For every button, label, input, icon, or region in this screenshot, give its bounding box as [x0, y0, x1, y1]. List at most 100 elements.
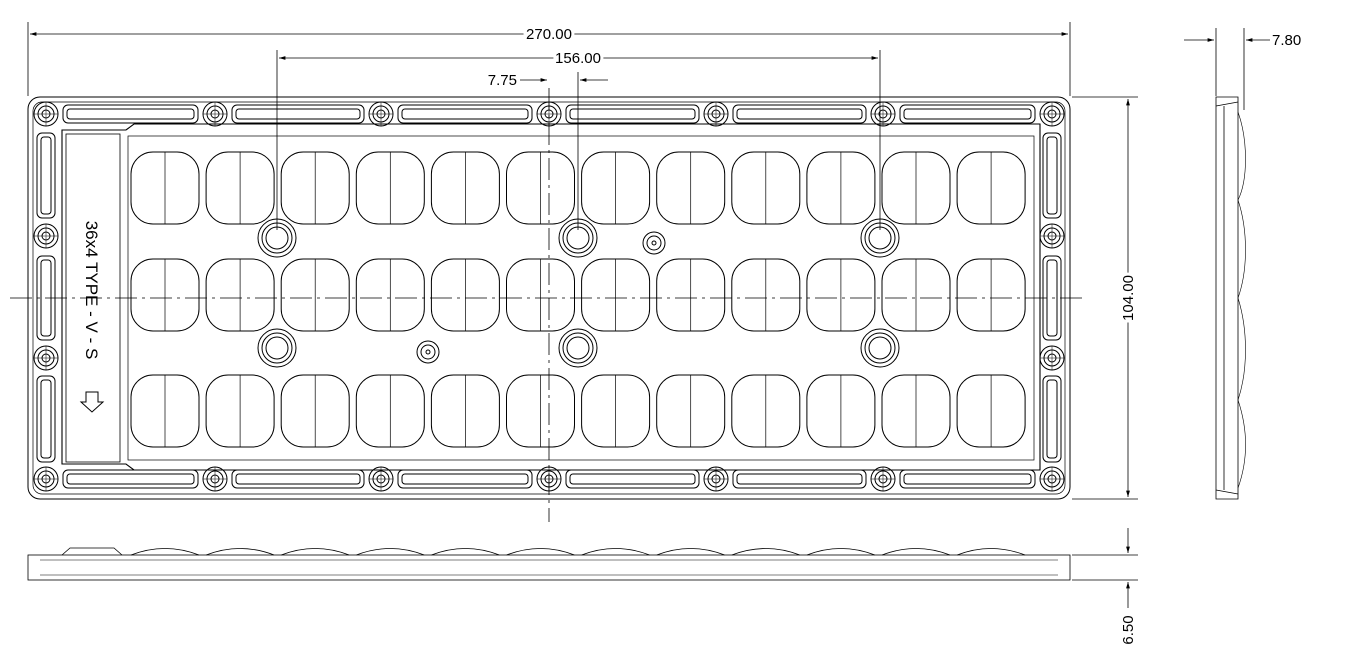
lens-profile: [431, 548, 500, 556]
direction-arrow-icon: [79, 391, 105, 413]
front-lens-profiles: [130, 548, 1026, 556]
slot: [565, 469, 700, 489]
lens: [130, 374, 200, 448]
lens: [430, 151, 500, 225]
part-label-group: 36x4 TYPE - V - S: [79, 221, 105, 413]
lens: [205, 258, 275, 332]
bolt-icon: [1039, 223, 1065, 249]
dim-104: [1072, 96, 1138, 500]
lens: [956, 258, 1026, 332]
lens: [205, 374, 275, 448]
lens-profile: [656, 548, 725, 556]
lens: [581, 151, 651, 225]
bolt-icon: [33, 345, 59, 371]
lens: [506, 151, 575, 225]
lens: [581, 374, 651, 448]
lens: [355, 151, 425, 225]
lens: [806, 374, 876, 448]
vent-hole: [642, 231, 666, 255]
lens-profile: [205, 548, 275, 556]
slot: [899, 104, 1036, 124]
lens: [581, 258, 651, 332]
bolt-icon: [1039, 345, 1065, 371]
slot: [565, 104, 700, 124]
lens: [280, 374, 350, 448]
bolt-icon: [33, 466, 59, 492]
lens: [355, 258, 425, 332]
lens: [430, 374, 500, 448]
dim-overall-length: 270.00: [526, 26, 572, 43]
slot: [1042, 375, 1062, 463]
lens-area-outline: [61, 123, 1041, 471]
lens-profile: [506, 548, 575, 556]
dim-7-75: [520, 72, 608, 230]
slot: [732, 104, 867, 124]
dim-center-offset: 7.75: [488, 72, 517, 89]
lens: [656, 151, 726, 225]
lens: [506, 258, 575, 332]
slot: [62, 104, 199, 124]
lens: [656, 258, 726, 332]
slot: [732, 469, 867, 489]
lens: [280, 151, 350, 225]
lens: [881, 258, 951, 332]
top-view: [10, 88, 1085, 522]
lens-profile: [130, 548, 200, 556]
slot: [231, 104, 365, 124]
dim-overall-width: 104.00: [1120, 275, 1137, 321]
lens: [130, 151, 200, 225]
lens: [731, 258, 801, 332]
slot: [1042, 132, 1062, 219]
slot: [231, 469, 365, 489]
lens-profile: [731, 548, 800, 556]
slot: [36, 375, 56, 463]
lens: [656, 374, 726, 448]
lens: [205, 151, 275, 225]
lens: [956, 151, 1026, 225]
lens: [355, 374, 425, 448]
bolt-icon: [368, 101, 394, 127]
lens-profile: [956, 548, 1026, 556]
dim-270: [27, 22, 1071, 96]
lens: [881, 374, 951, 448]
mount-boss: [558, 328, 598, 368]
lens: [881, 151, 951, 225]
lens-profile: [881, 548, 951, 556]
lens: [956, 374, 1026, 448]
slot: [36, 132, 56, 219]
slot: [397, 469, 533, 489]
lens: [806, 151, 876, 225]
bolt-icon: [703, 466, 729, 492]
lens: [280, 258, 350, 332]
bolt-icon: [202, 466, 228, 492]
bolt-icon: [368, 466, 394, 492]
front-view: [27, 528, 1138, 608]
dim-156: [276, 50, 881, 230]
lens-profile: [281, 548, 350, 556]
slot: [62, 469, 199, 489]
bolts: [33, 101, 1065, 492]
bolt-icon: [33, 101, 59, 127]
bolt-icon: [33, 223, 59, 249]
dim-side-thickness: 7.80: [1272, 32, 1301, 49]
slot: [397, 104, 533, 124]
slot: [899, 469, 1036, 489]
mount-bosses: [257, 218, 900, 368]
vent-hole: [416, 340, 440, 364]
mount-boss: [860, 328, 900, 368]
bolt-icon: [202, 101, 228, 127]
lens: [506, 374, 575, 448]
side-view: [1184, 28, 1270, 500]
lens: [430, 258, 500, 332]
lens: [731, 374, 801, 448]
bolt-icon: [1039, 466, 1065, 492]
bolt-icon: [870, 101, 896, 127]
lens-profile: [581, 548, 650, 556]
lens: [806, 258, 876, 332]
lens-array: [130, 151, 1026, 448]
bolt-icon: [1039, 101, 1065, 127]
part-label: 36x4 TYPE - V - S: [82, 221, 101, 360]
dim-mount-spacing: 156.00: [555, 50, 601, 67]
dim-base-thickness: 6.50: [1120, 615, 1137, 644]
